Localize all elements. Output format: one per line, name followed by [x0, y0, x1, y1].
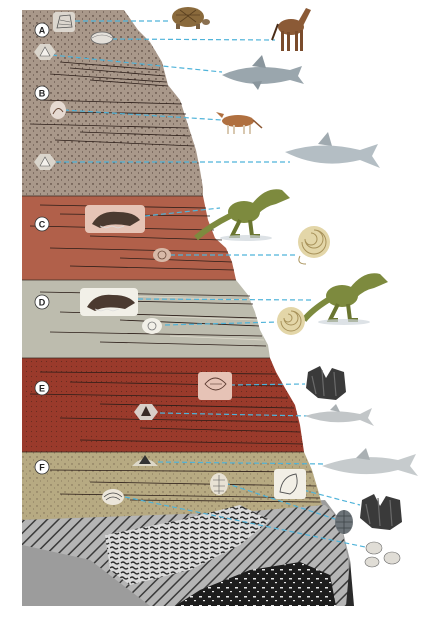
- layer-label-f: F: [35, 460, 49, 474]
- tortoise-icon: [172, 7, 210, 29]
- layer-label-d: D: [35, 295, 49, 309]
- fossil-trilobite: [210, 473, 228, 495]
- layer-label-a-text: A: [39, 26, 46, 36]
- fossil-coral: [198, 372, 232, 400]
- layer-label-b-text: B: [39, 89, 46, 99]
- layer-label-e-text: E: [39, 384, 45, 394]
- fossil-coral-f: [274, 469, 306, 499]
- fossil-ammonite-d: [142, 318, 162, 334]
- small-mammal-icon: [216, 112, 262, 134]
- fossil-mammal-jaw: [50, 101, 66, 119]
- horse-icon: [272, 8, 311, 51]
- shark-icon-b: [285, 132, 380, 168]
- layer-label-d-text: D: [39, 298, 46, 308]
- fossil-dinosaur-skull-d: [80, 288, 138, 316]
- layer-label-c: C: [35, 217, 49, 231]
- fossil-ammonite-c: [153, 248, 171, 262]
- trilobite-icon: [335, 510, 353, 534]
- shark-icon-a: [222, 55, 304, 90]
- ammonite-icon-c: [298, 226, 330, 264]
- ammonite-icon-d: [277, 307, 305, 335]
- layer-label-a: A: [35, 23, 49, 37]
- fossil-clam-shell: [91, 32, 113, 44]
- fossil-dinosaur-skull-c: [85, 205, 145, 233]
- fish-icon-e: [305, 404, 374, 426]
- fossil-brachiopod: [102, 489, 124, 505]
- coral-colony-icon-f: [360, 494, 402, 530]
- fish-icon-f: [322, 448, 418, 476]
- brachiopod-shells-icon: [365, 542, 400, 567]
- coral-colony-icon-e: [306, 366, 346, 400]
- layer-label-c-text: C: [39, 220, 46, 230]
- layer-label-f-text: F: [39, 463, 45, 473]
- layer-label-b: B: [35, 86, 49, 100]
- layer-label-e: E: [35, 381, 49, 395]
- tyrannosaurus-icon-d: [304, 273, 388, 325]
- fossil-sea-urchin: [53, 12, 75, 32]
